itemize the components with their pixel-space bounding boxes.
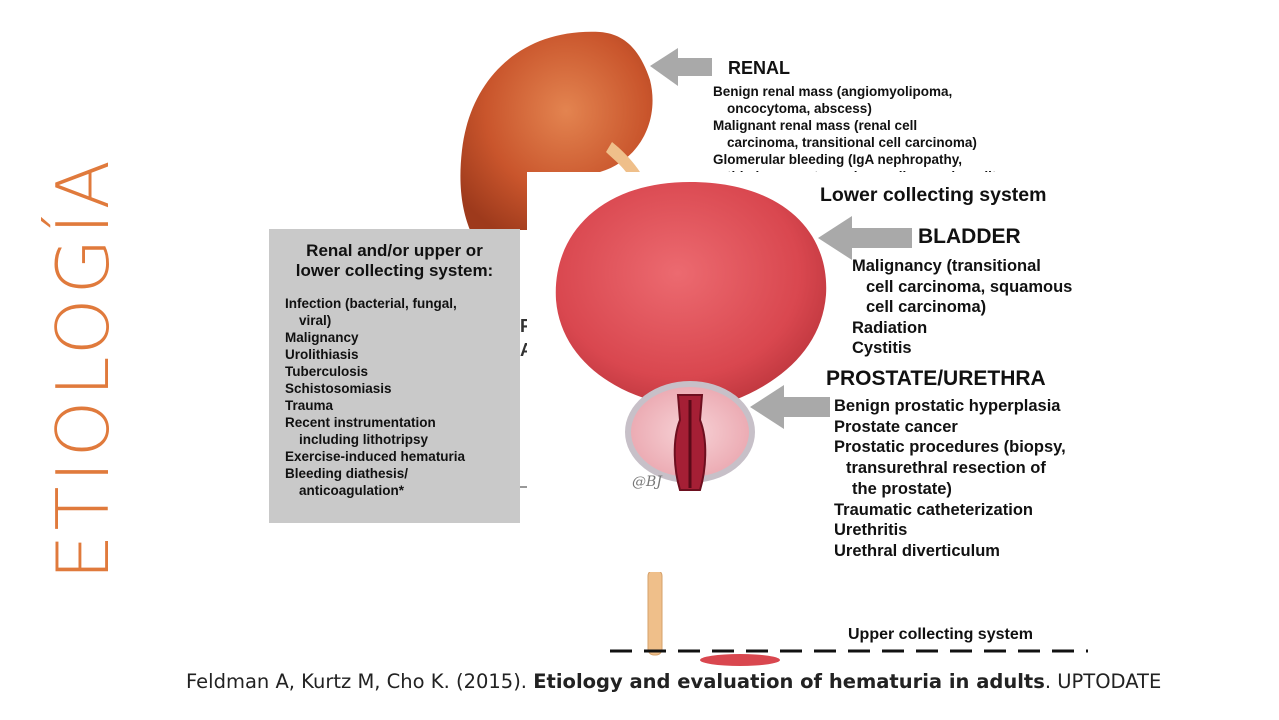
prostate-list-item: Urethral diverticulum — [834, 541, 1000, 560]
gray-box-list-item: Schistosomiasis — [285, 381, 392, 396]
remnant-glyph: F — [520, 316, 531, 336]
renal-list-item: Malignant renal mass (renal cell — [713, 118, 918, 133]
prostate-arrow-icon — [750, 385, 830, 429]
gray-box-list-item: Bleeding diathesis/ — [285, 466, 409, 481]
renal-list-item: oncocytoma, abscess) — [727, 101, 872, 116]
renal-text-clip: Benign renal mass (angiomyolipoma, oncocy… — [705, 83, 1135, 175]
gray-box-list: Infection (bacterial, fungal, viral) Malig… — [269, 295, 520, 499]
bladder-list-item: Malignancy (transitional — [852, 257, 1041, 275]
prostate-list-item: Urethritis — [834, 521, 908, 540]
gray-box-list-item: Urolithiasis — [285, 347, 359, 362]
bladder-list-item: cell carcinoma) — [866, 298, 987, 316]
bladder-shape — [555, 182, 827, 410]
prostate-list-item: Traumatic catheterization — [834, 500, 1033, 519]
gray-box-heading-line: Renal and/or upper or — [306, 241, 483, 260]
bladder-list-item: cell carcinoma, squamous — [866, 277, 1073, 296]
citation-authors: Feldman A, Kurtz M, Cho K. (2015). — [186, 670, 528, 693]
prostate-list-item: Benign prostatic hyperplasia — [834, 397, 1061, 415]
prostate-list-item: Prostate cancer — [834, 417, 958, 436]
renal-arrow-icon — [650, 48, 712, 86]
bladder-heading: BLADDER — [918, 225, 1021, 248]
gray-box-list-item: Trauma — [285, 398, 334, 413]
prostate-list-item: transurethral resection of — [846, 459, 1046, 478]
gray-box-heading-line: lower collecting system: — [295, 261, 494, 280]
gray-box-list-item: Infection (bacterial, fungal, — [285, 296, 457, 311]
bladder-list-item: Cystitis — [852, 339, 912, 357]
gray-box-heading: Renal and/or upper or lower collecting s… — [269, 241, 520, 281]
prostate-list-item: the prostate) — [852, 479, 952, 498]
gray-box-list-item: including lithotripsy — [299, 432, 428, 447]
renal-heading: RENAL — [728, 58, 790, 78]
lower-collecting-heading: Lower collecting system — [820, 184, 1047, 206]
gray-box-list-item: Malignancy — [285, 330, 359, 345]
renal-list-item: Benign renal mass (angiomyolipoma, — [713, 84, 953, 99]
slide-title: ETIOLOGÍA — [41, 156, 125, 580]
upper-collecting-heading: Upper collecting system — [848, 626, 1033, 643]
kidney-shape — [460, 31, 653, 230]
renal-list-item: Glomerular bleeding (IgA nephropathy, — [713, 152, 963, 167]
bladder-list: Malignancy (transitional cell carcinoma, … — [852, 256, 1072, 359]
renal-pelvis — [606, 142, 640, 172]
renal-list-item: carcinoma, transitional cell carcinoma) — [727, 135, 977, 150]
bladder-list-item: Radiation — [852, 318, 928, 337]
prostate-list-item: Prostatic procedures (biopsy, — [834, 438, 1066, 457]
gray-box-list-item: Tuberculosis — [285, 364, 369, 379]
gray-box-list-item: viral) — [299, 313, 332, 328]
bladder-arrow-icon — [818, 216, 912, 260]
gray-box-panel: Renal and/or upper or lower collecting s… — [269, 229, 520, 523]
gray-box-list-item: Exercise-induced hematuria — [285, 449, 466, 464]
lower-organ-hint — [700, 654, 780, 666]
prostate-heading: PROSTATE/URETHRA — [826, 367, 1046, 390]
gray-box-list-item: anticoagulation* — [299, 483, 405, 498]
citation-title: Etiology and evaluation of hematuria in … — [533, 670, 1045, 693]
artist-initials-mark: @BJ — [632, 474, 663, 490]
citation-source: UPTODATE — [1057, 670, 1162, 693]
gray-box-list-item: Recent instrumentation — [285, 415, 436, 430]
renal-list: Benign renal mass (angiomyolipoma, oncocy… — [713, 83, 1135, 175]
citation: Feldman A, Kurtz M, Cho K. (2015). Etiol… — [186, 670, 1162, 693]
